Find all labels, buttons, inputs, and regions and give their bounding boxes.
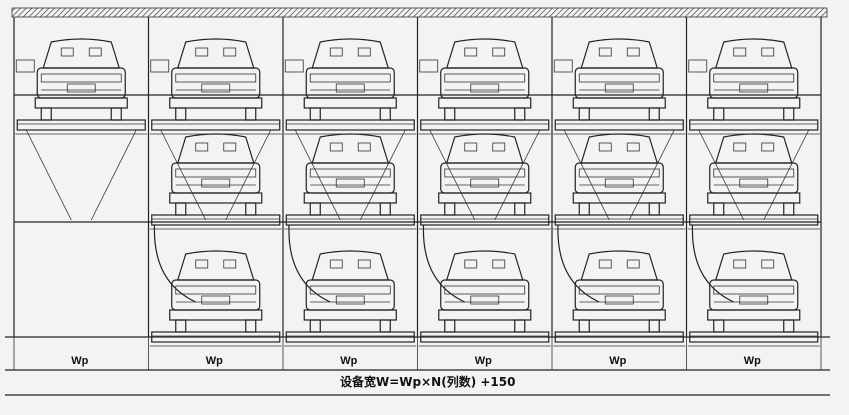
- lift-chain: [691, 224, 735, 303]
- car-rear-view: [707, 250, 801, 333]
- cars-layer: [14, 38, 821, 347]
- steel-frame: [13, 17, 822, 337]
- diagonal-brace: [294, 129, 406, 221]
- car-pallet: [149, 331, 283, 347]
- car-pallet: [283, 119, 417, 135]
- column-width-label: Wp: [206, 355, 223, 367]
- motor-icon: [150, 59, 170, 73]
- parked-car-top: [283, 38, 417, 135]
- car-rear-view: [169, 38, 263, 121]
- parked-car-ground: [149, 250, 283, 347]
- car-pallet: [149, 119, 283, 135]
- parked-car-top: [687, 38, 821, 135]
- lift-chain: [153, 224, 197, 303]
- parked-car-top: [418, 38, 552, 135]
- car-rear-view: [572, 133, 666, 216]
- car-rear-view: [438, 133, 532, 216]
- parked-car-ground: [283, 250, 417, 347]
- diagonal-brace: [429, 129, 541, 221]
- motor-icon: [419, 59, 439, 73]
- car-pallet: [418, 331, 552, 347]
- car-rear-view: [303, 38, 397, 121]
- width-formula: 设备宽W=Wp×N(列数) +150: [340, 374, 515, 389]
- parked-car-ground: [418, 250, 552, 347]
- car-rear-view: [438, 38, 532, 121]
- motor-icon: [15, 59, 35, 73]
- car-pallet: [687, 331, 821, 347]
- car-rear-view: [303, 133, 397, 216]
- column-width-label: Wp: [609, 355, 626, 367]
- car-pallet: [418, 119, 552, 135]
- diagonal-brace: [160, 129, 272, 221]
- parked-car-ground: [687, 250, 821, 347]
- diagonal-brace: [563, 129, 675, 221]
- car-rear-view: [707, 133, 801, 216]
- car-rear-view: [707, 38, 801, 121]
- parked-car-top: [552, 38, 686, 135]
- column-width-label: Wp: [475, 355, 492, 367]
- lift-chain: [557, 224, 600, 303]
- diagonal-brace: [25, 129, 137, 221]
- lift-chain: [288, 224, 331, 303]
- motor-icon: [553, 59, 573, 73]
- parked-car-top: [149, 38, 283, 135]
- car-rear-view: [169, 250, 263, 333]
- diagonal-brace: [698, 129, 810, 221]
- car-rear-view: [34, 38, 128, 121]
- car-rear-view: [438, 250, 532, 333]
- car-rear-view: [303, 250, 397, 333]
- car-pallet: [283, 331, 417, 347]
- parked-car-top: [14, 38, 148, 135]
- column-width-label: Wp: [71, 355, 88, 367]
- car-rear-view: [572, 38, 666, 121]
- motor-icon: [688, 59, 708, 73]
- column-width-label: Wp: [744, 355, 761, 367]
- car-rear-view: [572, 250, 666, 333]
- car-pallet: [687, 119, 821, 135]
- car-pallet: [552, 119, 686, 135]
- motor-icon: [284, 59, 304, 73]
- column-width-label: Wp: [340, 355, 357, 367]
- top-hatched-beam: [11, 7, 828, 18]
- car-pallet: [552, 331, 686, 347]
- lift-chain: [422, 224, 466, 303]
- dimension-ticks: [13, 337, 822, 370]
- car-pallet: [14, 119, 148, 135]
- car-rear-view: [169, 133, 263, 216]
- parked-car-ground: [552, 250, 686, 347]
